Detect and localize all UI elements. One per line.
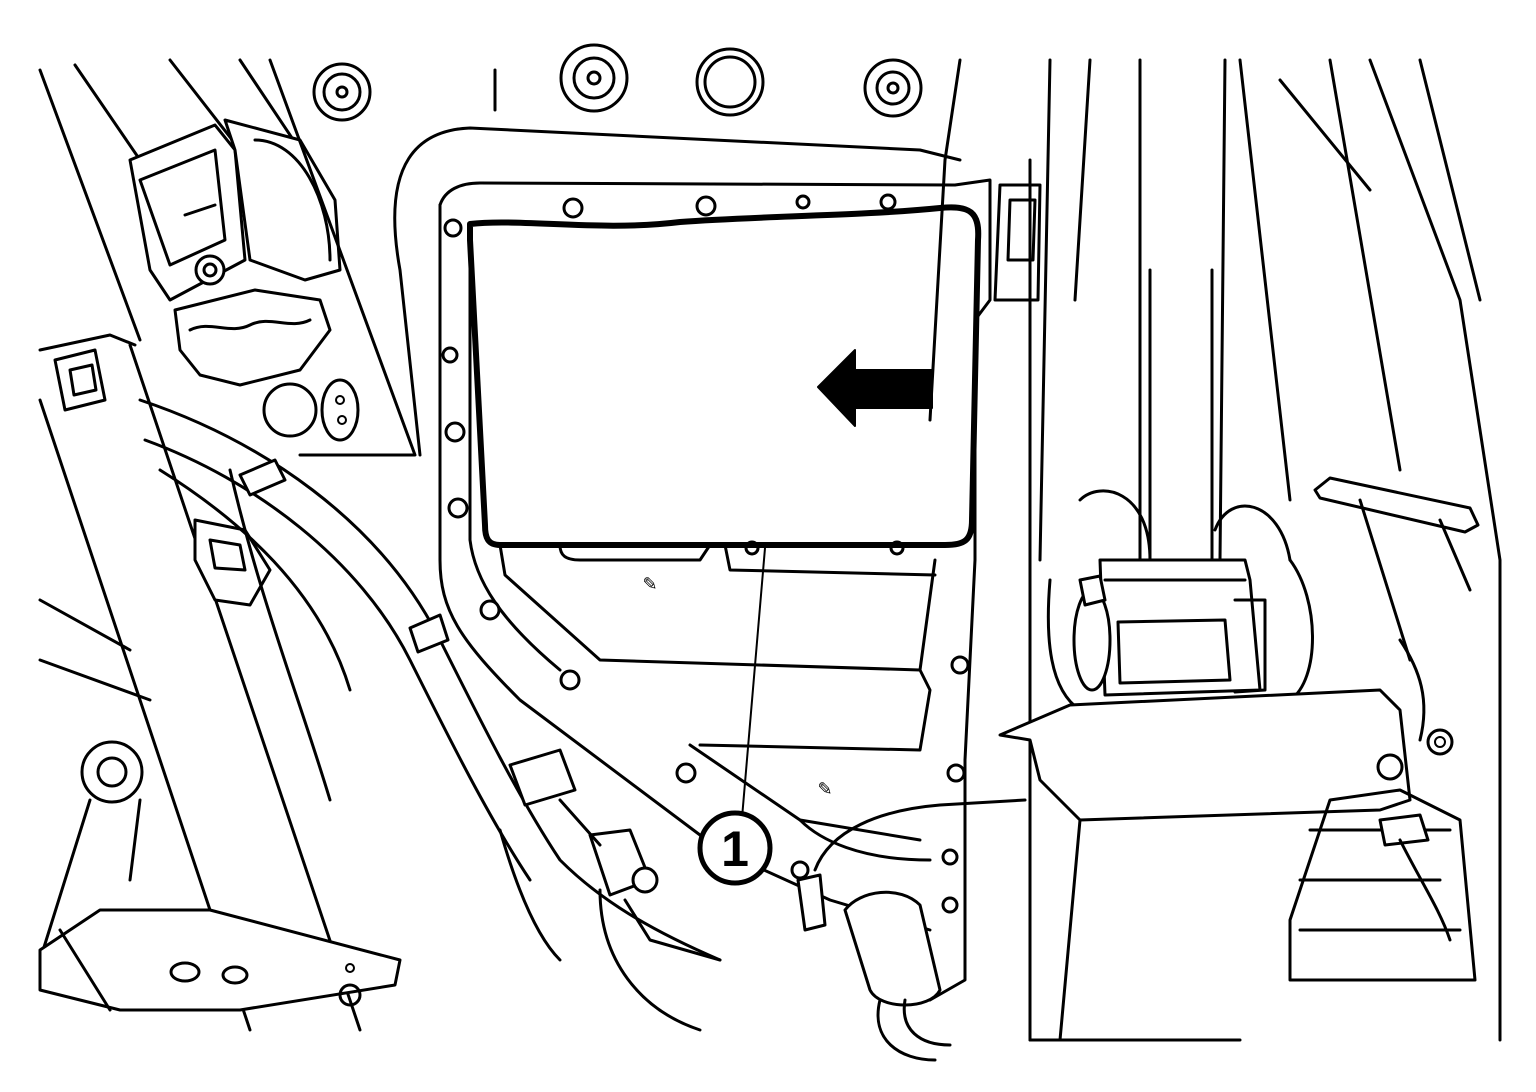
callout-circle <box>697 810 773 886</box>
callout-leader-line <box>741 547 766 819</box>
door-inner-panel: ✎ ✎ <box>268 43 992 1002</box>
direction-arrow <box>817 349 933 427</box>
right-pillar-structure <box>993 58 1502 1042</box>
panel-marking: ✎ <box>817 779 832 799</box>
panel-marking: ✎ <box>642 574 657 594</box>
callout-label: 1 <box>721 821 749 877</box>
panel-bolts <box>441 193 970 880</box>
left-hinge-structure <box>38 58 402 1032</box>
callout-1: 1 <box>697 547 773 886</box>
panel-seal <box>467 204 982 548</box>
wiring-harness <box>138 398 722 1032</box>
lower-wire-connector <box>796 798 1027 1062</box>
